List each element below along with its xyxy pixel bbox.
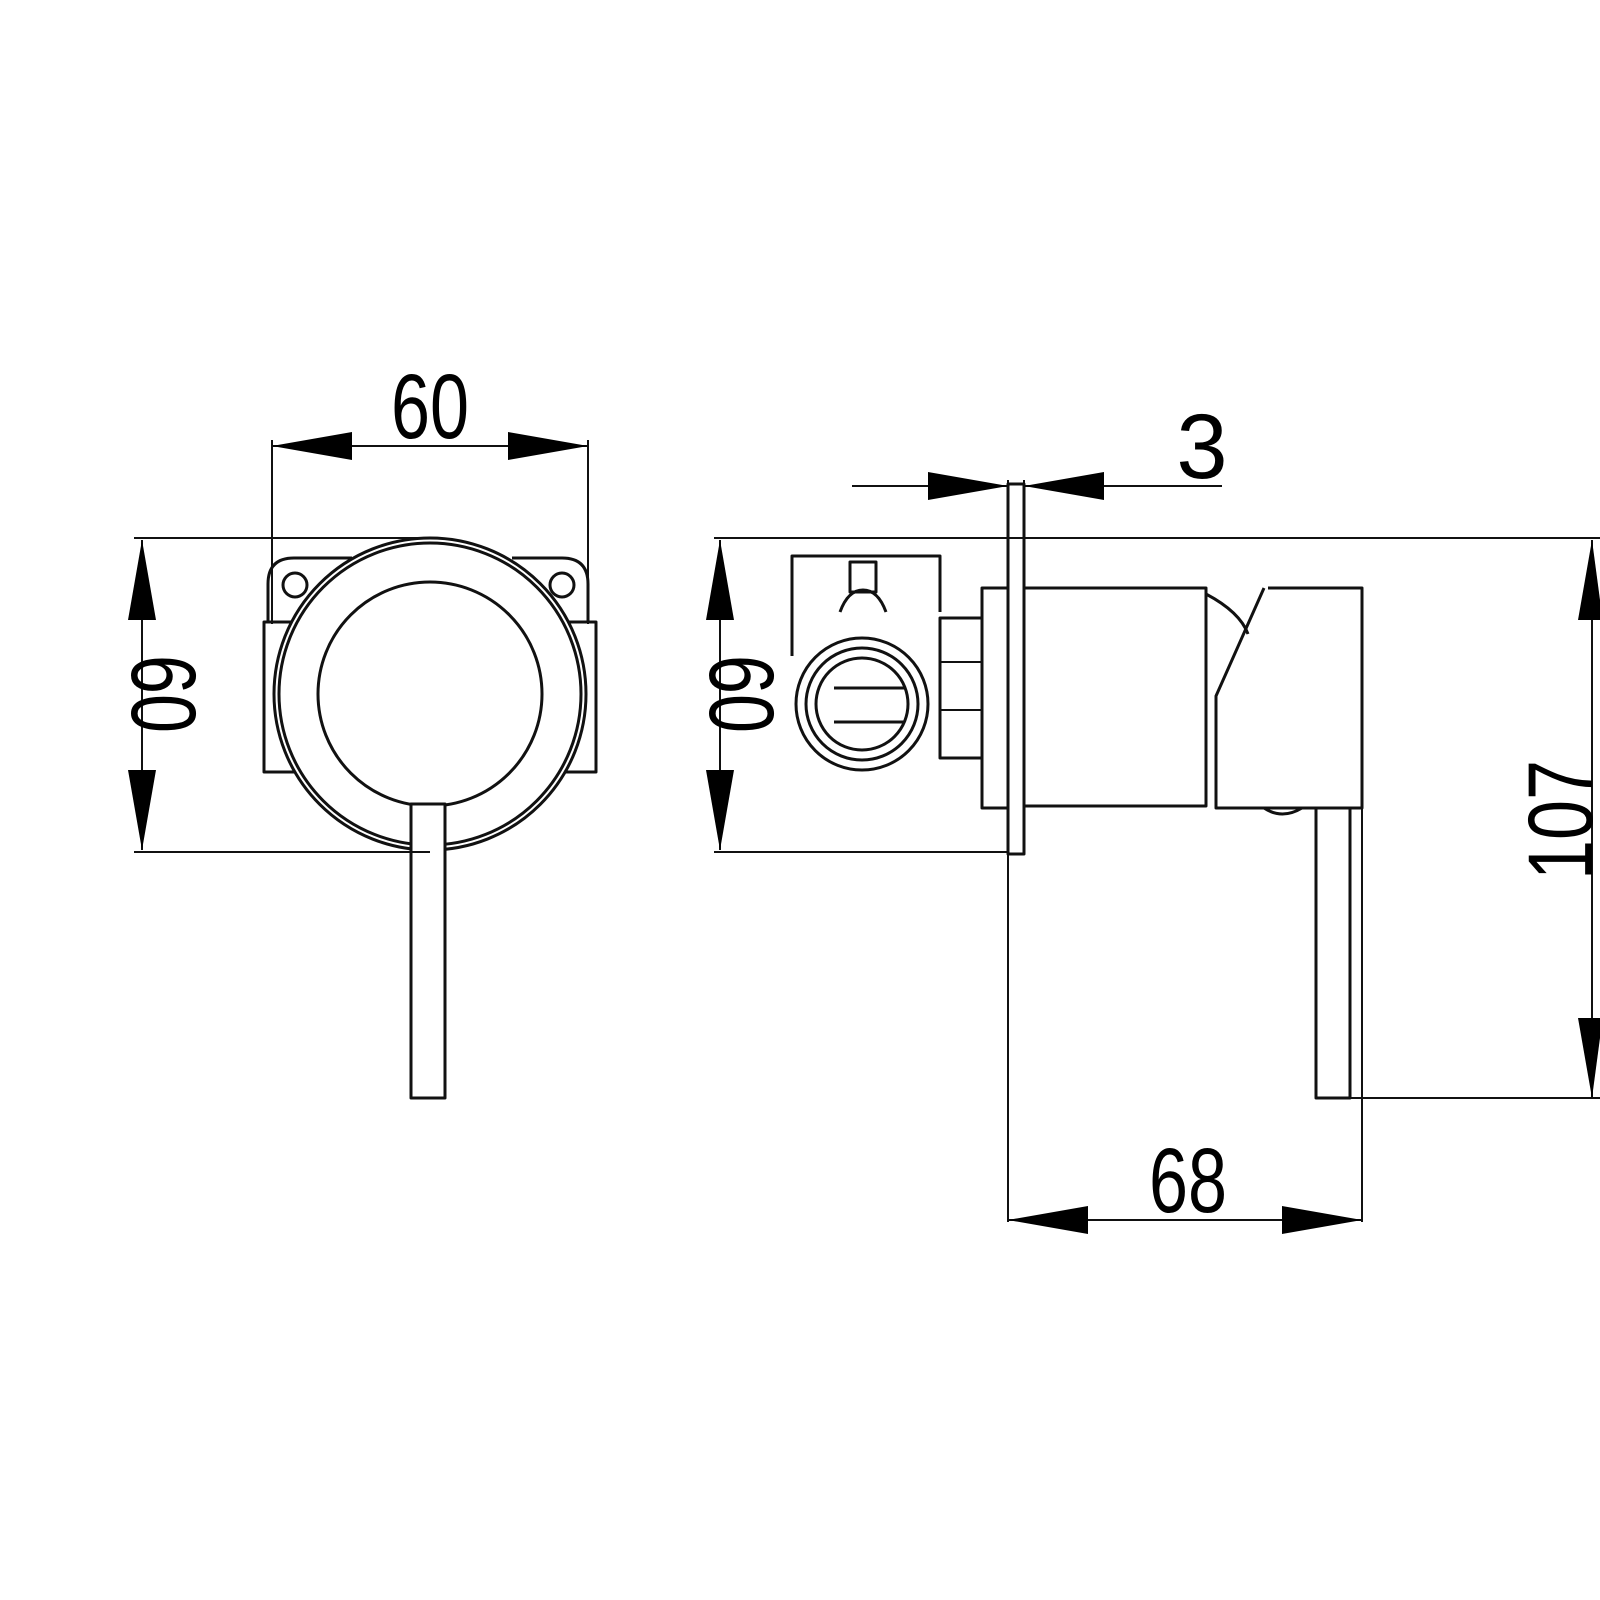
dimension-projection: 68 (1008, 1130, 1362, 1234)
mounting-hole-right (548, 571, 576, 599)
dimension-front-height: 60 (112, 540, 214, 850)
dimension-label-front-height: 60 (112, 655, 214, 733)
valve-stem (848, 560, 878, 594)
arrowhead (706, 770, 734, 850)
outlet-port (794, 636, 930, 772)
mounting-hole-left (281, 571, 309, 599)
dimension-plate-thickness: 3 (852, 396, 1228, 500)
wall-flange (980, 586, 1010, 810)
lever-handle-front (409, 802, 447, 1100)
lever-handle-side (1314, 806, 1352, 1100)
arrowhead (1024, 472, 1104, 500)
arrowhead (928, 472, 1008, 500)
arrowhead (706, 540, 734, 620)
arrowhead (1008, 1206, 1088, 1234)
valve-body (790, 554, 984, 772)
handle-head (1214, 586, 1364, 810)
body-cylinder (1022, 586, 1208, 808)
extension-lines (134, 440, 1600, 1222)
arrowhead (272, 432, 352, 460)
side-view (790, 482, 1364, 1100)
dimension-label-side-height: 60 (690, 655, 792, 733)
wall-plate (980, 482, 1026, 856)
dimension-label-projection: 68 (1149, 1130, 1227, 1232)
dimension-front-width: 60 (272, 356, 588, 460)
arrowhead (128, 540, 156, 620)
arrowhead (128, 770, 156, 850)
front-view (262, 536, 598, 1100)
dimension-overall-height: 107 (1510, 540, 1600, 1098)
mixer-body (1022, 586, 1364, 1100)
arrowhead (1578, 540, 1600, 620)
dimension-side-height: 60 (690, 540, 792, 850)
dimension-label-plate-thickness: 3 (1176, 396, 1227, 498)
arrowhead (1282, 1206, 1362, 1234)
arrowhead (1578, 1018, 1600, 1098)
arrowhead (508, 432, 588, 460)
dimension-label-overall-height: 107 (1510, 760, 1600, 880)
dimension-label-front-width: 60 (391, 356, 469, 458)
outlet-port-thread (804, 646, 920, 762)
wall-plate-edge (1006, 482, 1026, 856)
